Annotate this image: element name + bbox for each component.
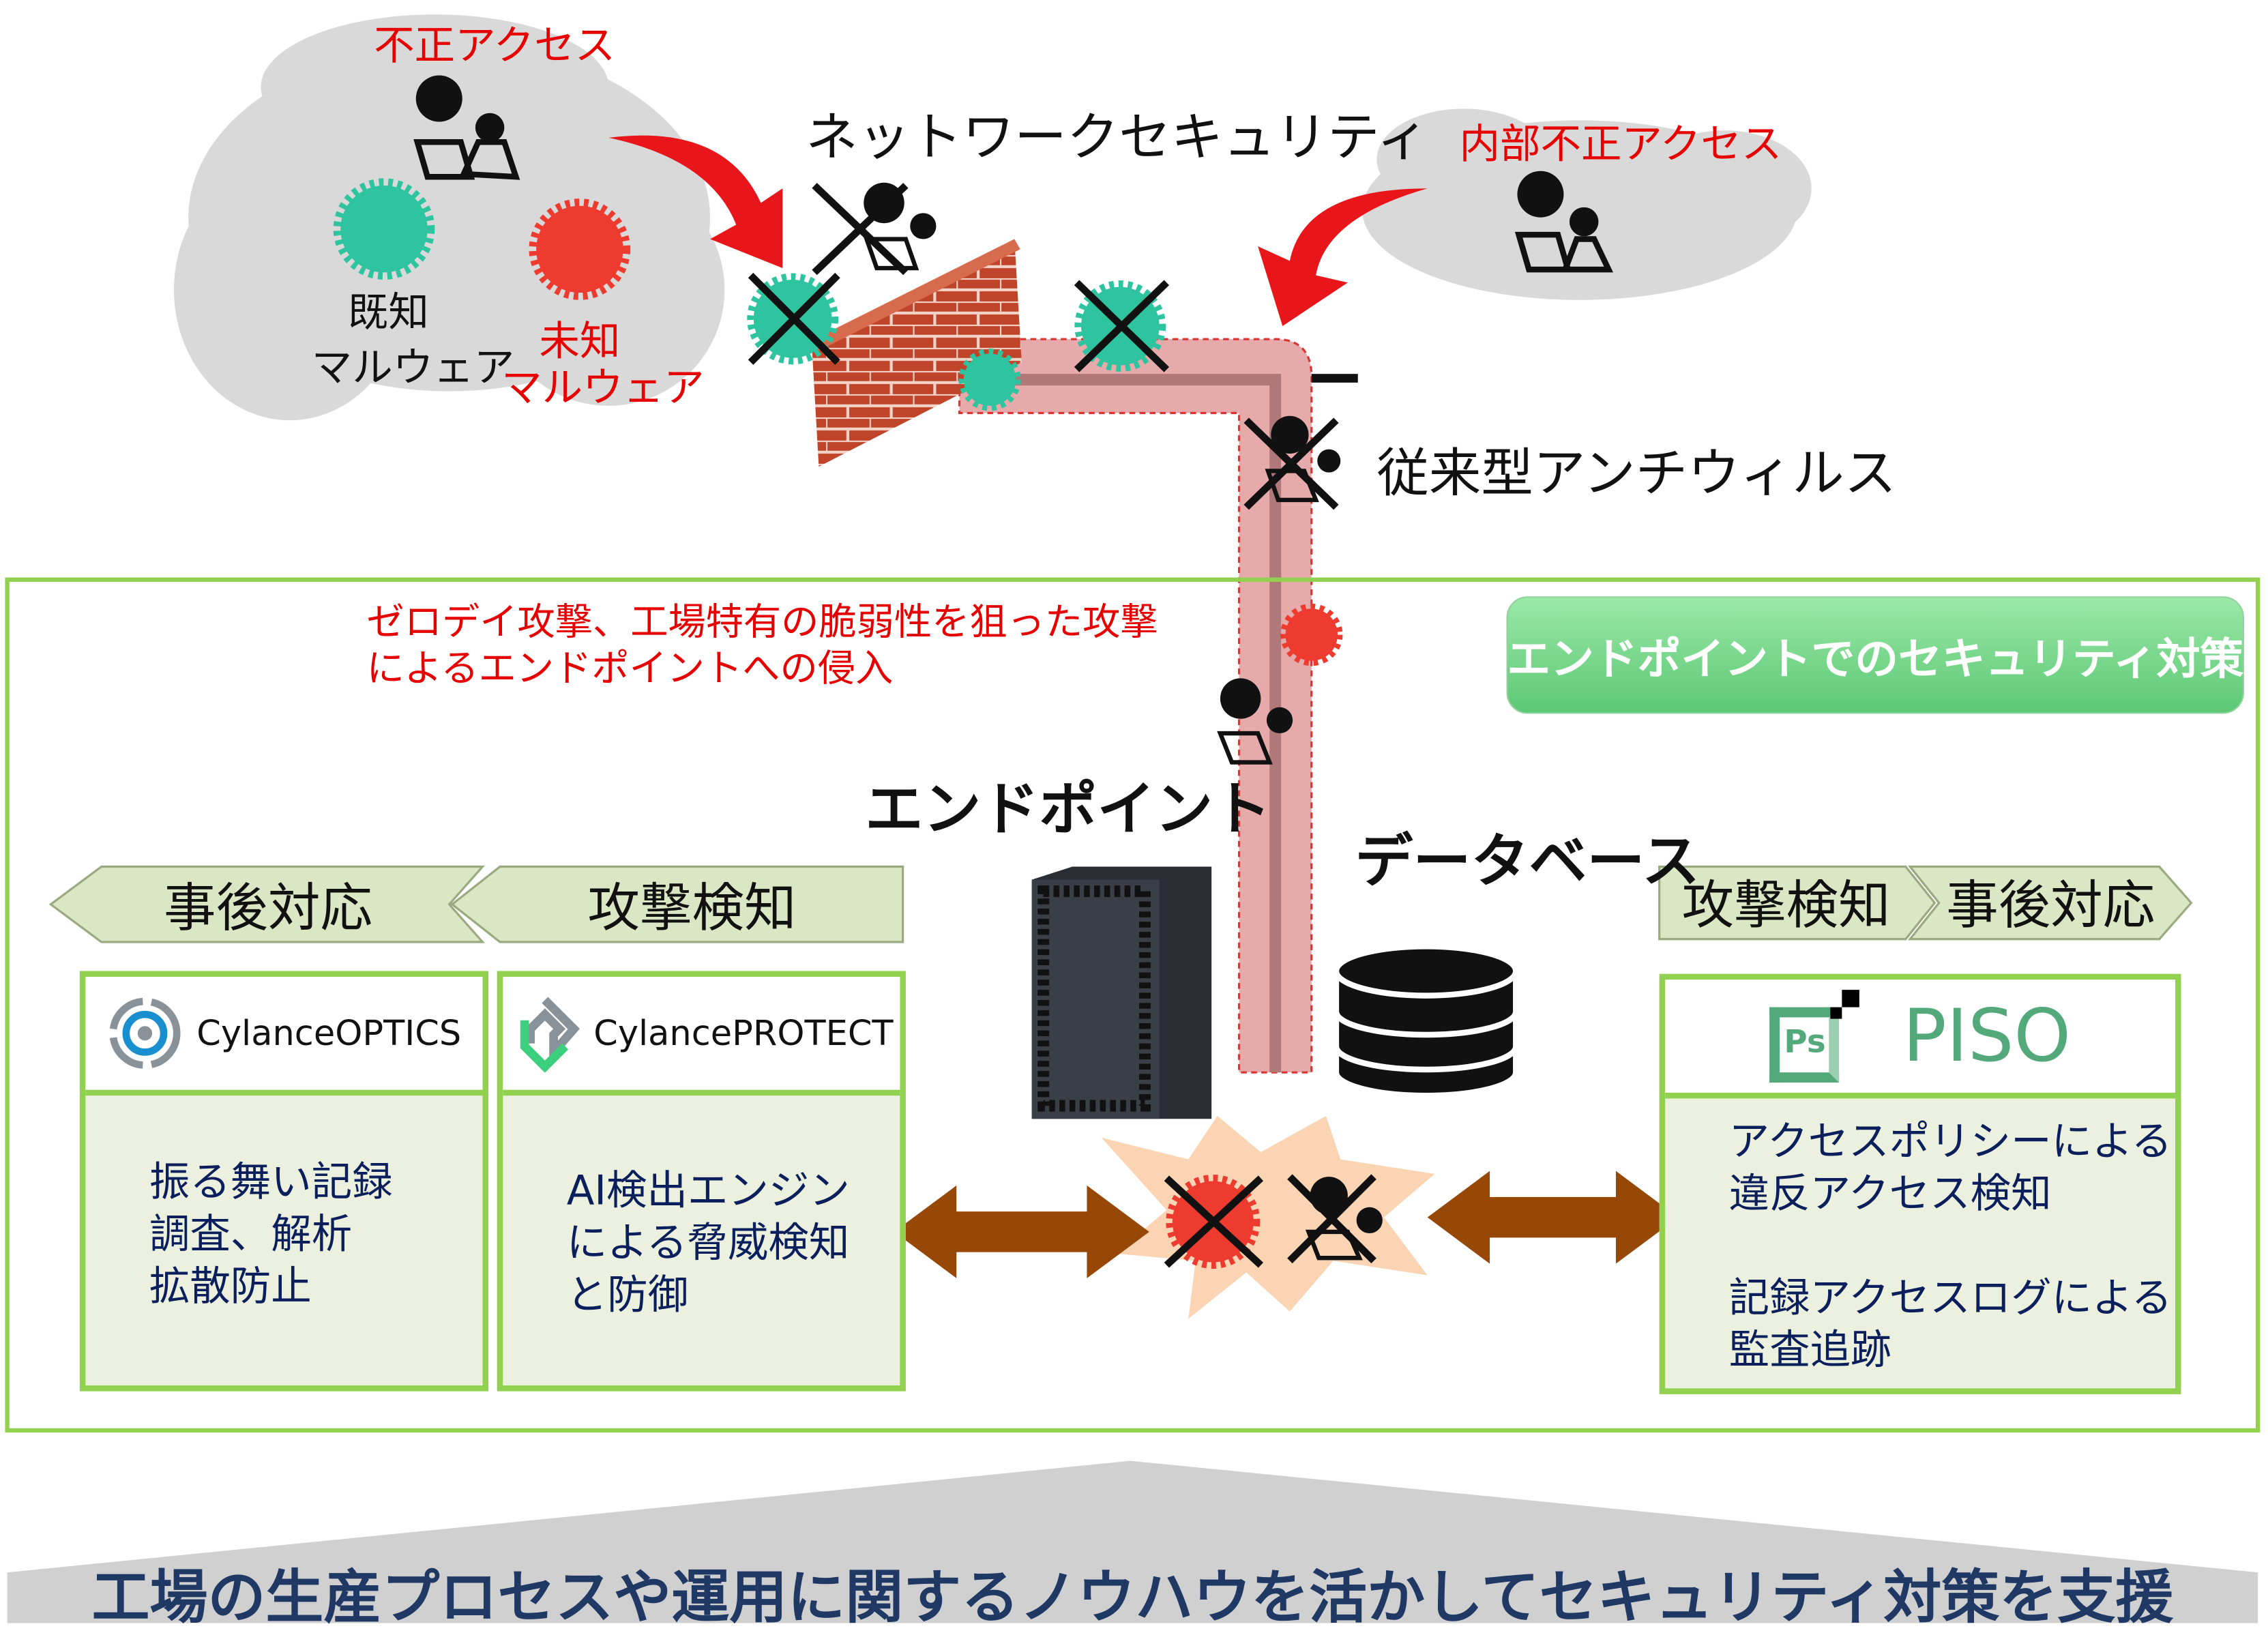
known-malware-line: 既知 xyxy=(347,288,429,336)
unauthorized-access-label: 不正アクセス xyxy=(374,21,616,70)
piso-logo-icon: Ps xyxy=(1769,990,1862,1083)
cylance-optics-logo-icon xyxy=(108,997,180,1069)
known-malware-line: マルウェア xyxy=(311,343,515,392)
endpoint-security-button[interactable]: エンドポイントでのセキュリティ対策 xyxy=(1507,634,2244,686)
known-malware-label: 既知 xyxy=(347,288,429,336)
product-card-cylance-optics: CylanceOPTICS 振る舞い記録 調査、解析 拡散防止 xyxy=(79,971,488,1392)
feature-line: 振る舞い記録 xyxy=(149,1158,393,1206)
endpoint-server-icon xyxy=(1031,866,1212,1119)
chevron-attack-detection: 攻撃検知 xyxy=(587,879,797,939)
feature-line: 違反アクセス検知 xyxy=(1728,1169,2052,1218)
feature-line: による脅威検知 xyxy=(566,1218,850,1267)
product-name: PISO xyxy=(1902,994,2072,1078)
footer-banner xyxy=(7,1460,2258,1623)
feature-line: 調査、解析 xyxy=(149,1210,353,1259)
feature-spacer xyxy=(1729,1220,2175,1272)
feature-line: アクセスポリシーによる xyxy=(1728,1117,2173,1166)
zero-day-description: ゼロデイ攻撃、工場特有の脆弱性を狙った攻撃 によるエンドポイントへの侵入 xyxy=(367,600,1158,693)
feature-line: 監査追跡 xyxy=(1728,1326,1891,1374)
bidirectional-arrow-icon xyxy=(894,1185,1149,1278)
product-card-piso: Ps PISO アクセスポリシーによる 違反アクセス検知 記録アクセスログによる… xyxy=(1659,973,2181,1394)
cylance-protect-logo-icon xyxy=(519,997,579,1073)
product-card-cylance-protect: CylancePROTECT AI検出エンジン による脅威検知 と防御 xyxy=(497,971,906,1392)
blocked-cross-icons xyxy=(748,183,1339,510)
network-security-label: ネットワークセキュリティ xyxy=(806,108,1429,168)
endpoint-area xyxy=(5,577,2260,1433)
chevron-attack-detection: 攻撃検知 xyxy=(1681,877,1891,937)
explosion-icon xyxy=(1101,1115,1435,1319)
bidirectional-arrow-icon xyxy=(1427,1171,1679,1264)
zero-day-line: ゼロデイ攻撃、工場特有の脆弱性を狙った攻撃 xyxy=(366,601,1158,645)
product-name: CylancePROTECT xyxy=(593,1013,894,1054)
attack-arrow-icon xyxy=(608,135,783,269)
zero-day-line: によるエンドポイントへの侵入 xyxy=(366,647,894,692)
product-name: CylanceOPTICS xyxy=(196,1013,462,1054)
unknown-malware-line: 未知 xyxy=(539,317,621,366)
endpoint-label: エンドポイント xyxy=(865,776,1271,844)
internal-attack-arrow-icon xyxy=(1258,188,1428,327)
footer-text: 工場の生産プロセスや運用に関するノウハウを活かしてセキュリティ対策を支援 xyxy=(91,1565,2174,1632)
firewall-icon xyxy=(811,239,1022,467)
piso-logo-text: Ps xyxy=(1784,1025,1826,1061)
database-label: データベース xyxy=(1355,829,1700,896)
feature-line: と防御 xyxy=(566,1271,689,1319)
feature-line: AI検出エンジン xyxy=(566,1166,850,1215)
feature-line: 拡散防止 xyxy=(149,1262,312,1310)
internal-unauthorized-access-label: 内部不正アクセス xyxy=(1459,120,1782,168)
legacy-antivirus-label: 従来型アンチウィルス xyxy=(1376,445,1897,505)
hacker-icons xyxy=(413,75,1614,765)
chevron-post-response: 事後対応 xyxy=(1946,877,2155,937)
database-icon xyxy=(1333,943,1519,1099)
unknown-malware-line: マルウェア xyxy=(501,364,705,412)
chevron-post-response: 事後対応 xyxy=(164,879,373,939)
feature-line: 記録アクセスログによる xyxy=(1728,1274,2173,1322)
